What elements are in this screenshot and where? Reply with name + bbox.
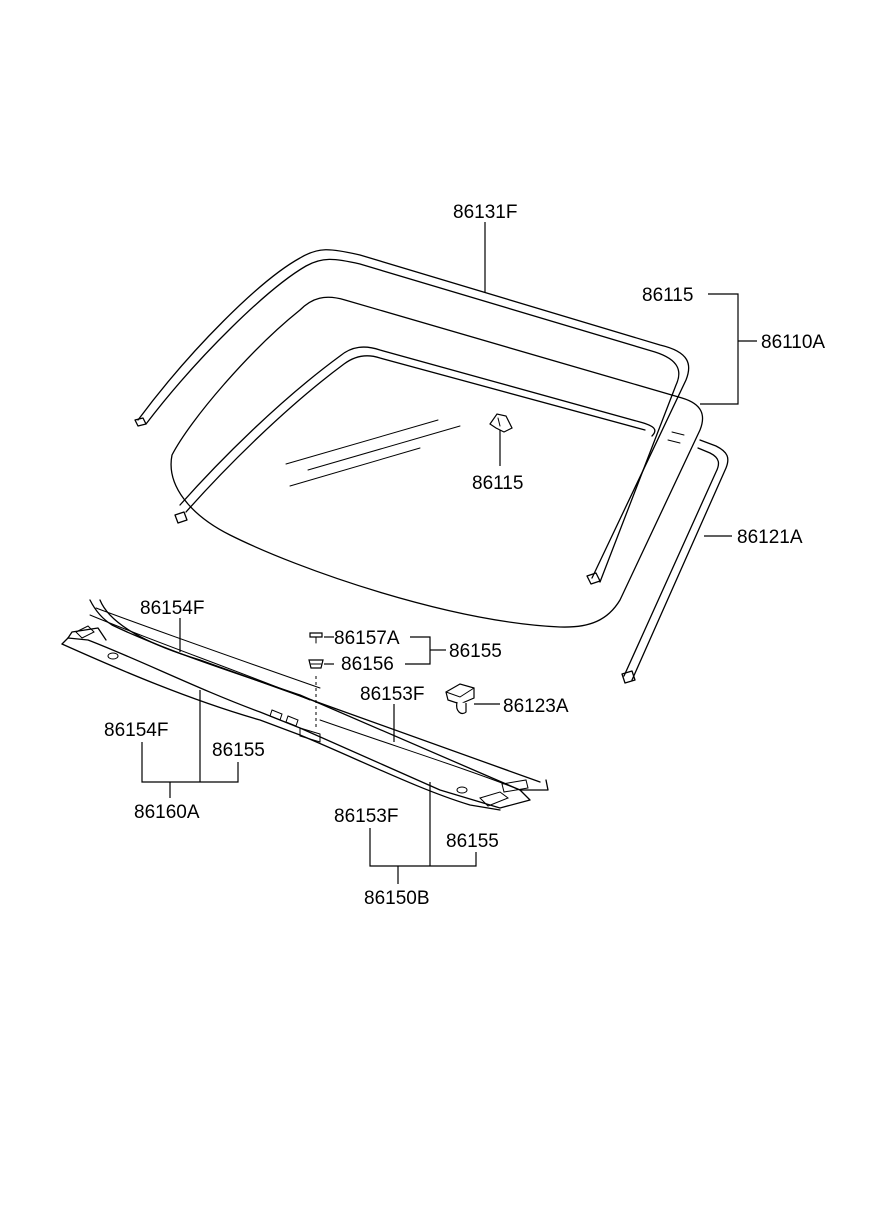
- label-86155-right: 86155: [446, 831, 499, 852]
- label-86110A: 86110A: [761, 332, 825, 353]
- retainer-clip-icon[interactable]: [445, 683, 475, 715]
- label-86153F-group: 86153F: [334, 806, 398, 827]
- label-86115-top: 86115: [642, 285, 693, 306]
- leader-lines: [141, 222, 757, 884]
- center-clip-icon[interactable]: [489, 413, 513, 433]
- label-86160A: 86160A: [134, 802, 200, 823]
- glass-highlight-lines: [285, 419, 461, 487]
- label-86157A: 86157A: [334, 628, 400, 649]
- label-86156: 86156: [341, 654, 394, 675]
- label-86155-left: 86155: [212, 740, 265, 761]
- label-86123A: 86123A: [503, 696, 569, 717]
- label-86154F-top: 86154F: [140, 598, 204, 619]
- label-86153F-top: 86153F: [360, 684, 424, 705]
- label-86131F: 86131F: [453, 202, 517, 223]
- grommet-icon[interactable]: [308, 659, 324, 669]
- windshield-glass[interactable]: [170, 296, 704, 628]
- screw-icon[interactable]: [309, 632, 323, 644]
- label-86121A: 86121A: [737, 527, 803, 548]
- glass-frame-channel: [174, 346, 685, 524]
- label-86155-set: 86155: [449, 641, 502, 662]
- cowl-panel[interactable]: [61, 599, 549, 811]
- label-86150B: 86150B: [364, 888, 430, 909]
- label-86115-center: 86115: [472, 473, 523, 494]
- windshield-molding[interactable]: [134, 249, 690, 585]
- side-molding[interactable]: [621, 439, 729, 684]
- label-86154F-group: 86154F: [104, 720, 168, 741]
